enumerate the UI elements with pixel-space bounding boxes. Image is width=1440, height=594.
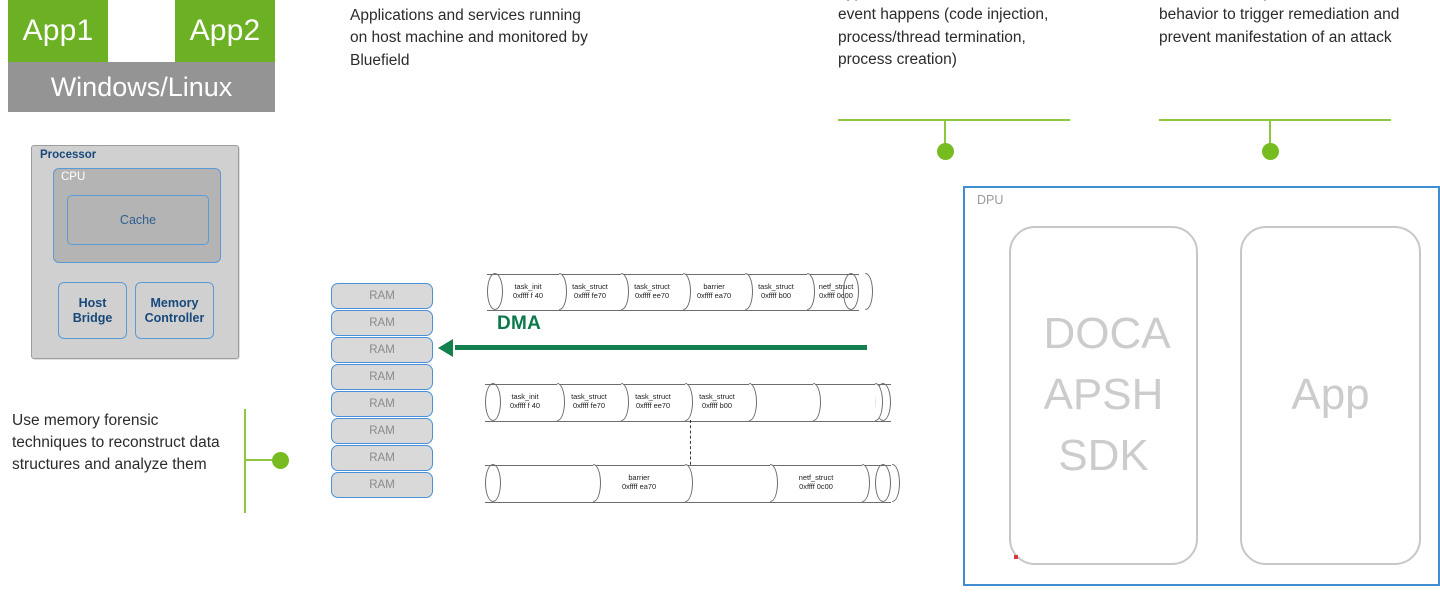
administrator-connector-dot xyxy=(1262,143,1279,160)
administrator-caption: Administrator upon detection of bad beha… xyxy=(1159,0,1404,46)
operating-system-bar: Windows/Linux xyxy=(8,62,275,112)
struct-address: 0xffff ee70 xyxy=(634,291,670,301)
struct-address: 0xffff f 40 xyxy=(510,401,540,411)
ram-cell: RAM xyxy=(331,310,433,336)
struct-name: task_struct xyxy=(758,282,794,291)
processor-block: Processor CPU Cache Host Bridge Memory C… xyxy=(31,145,239,359)
host-bridge-block: Host Bridge xyxy=(58,282,127,339)
doca-apsh-sdk-label: DOCA APSH SDK xyxy=(1043,309,1171,480)
os-label: Windows/Linux xyxy=(50,71,233,102)
struct-chain-dashed-link xyxy=(690,420,691,470)
doca-apsh-sdk-card: DOCA APSH SDK xyxy=(1009,226,1198,565)
administrator-connector-vline xyxy=(1269,119,1271,152)
cache-block: Cache xyxy=(67,195,209,245)
hypervisor-connector-vline xyxy=(944,119,946,152)
struct-name: netf_struct xyxy=(818,282,854,291)
app2-block: App2 xyxy=(175,0,275,62)
app1-block: App1 xyxy=(8,0,108,62)
struct-address: 0xffff ea70 xyxy=(696,291,732,301)
app-card-label: App xyxy=(1291,370,1370,420)
struct-name: barrier xyxy=(703,282,725,291)
cpu-block: CPU Cache xyxy=(53,168,221,263)
struct-name: task_struct xyxy=(572,282,608,291)
struct-address: 0xffff b00 xyxy=(701,401,732,411)
dpu-title: DPU xyxy=(977,193,1004,207)
dma-arrow-head xyxy=(438,339,453,357)
app1-label: App1 xyxy=(22,14,94,47)
ram-cell: RAM xyxy=(331,283,433,309)
struct-name: barrier xyxy=(628,473,650,482)
struct-address: 0xffff 0c00 xyxy=(799,482,833,492)
cylinder-left-cap xyxy=(487,273,503,310)
memory-forensics-connector-hline xyxy=(244,459,278,461)
app2-label: App2 xyxy=(189,14,261,47)
hypervisor-connector-dot xyxy=(937,143,954,160)
struct-address: 0xffff fe70 xyxy=(573,291,607,301)
ram-cell: RAM xyxy=(331,445,433,471)
struct-name: task_init xyxy=(514,282,542,291)
struct-address: 0xffff f 40 xyxy=(513,291,543,301)
memory-forensics-connector-vline xyxy=(244,409,246,513)
ram-cell: RAM xyxy=(331,472,433,498)
host-bridge-line-2: Bridge xyxy=(72,310,113,325)
cylinder-body xyxy=(487,274,859,311)
ram-cell: RAM xyxy=(331,337,433,363)
processor-title: Processor xyxy=(40,149,97,161)
struct-address: 0xffff ee70 xyxy=(635,401,671,411)
cylinder-left-cap xyxy=(485,383,501,421)
memory-controller-line-1: Memory xyxy=(150,295,199,310)
struct-name: task_struct xyxy=(571,392,607,401)
struct-name: task_struct xyxy=(634,282,670,291)
cylinder-right-cap xyxy=(843,273,859,310)
memory-controller-label: Memory Controller xyxy=(145,296,205,326)
memory-controller-block: Memory Controller xyxy=(135,282,214,339)
host-bridge-line-1: Host xyxy=(78,295,107,310)
memory-forensics-connector-dot xyxy=(272,452,289,469)
ram-cell: RAM xyxy=(331,391,433,417)
struct-address: 0xffff fe70 xyxy=(572,401,606,411)
ram-cell: RAM xyxy=(331,418,433,444)
struct-address: 0xffff b00 xyxy=(760,291,791,301)
struct-name: task_struct xyxy=(699,392,735,401)
cylinder-left-cap xyxy=(485,464,501,502)
struct-name: task_init xyxy=(511,392,539,401)
dma-label: DMA xyxy=(497,313,542,334)
memory-controller-line-2: Controller xyxy=(144,310,205,325)
struct-name: netf_struct xyxy=(798,473,834,482)
cache-label: Cache xyxy=(119,213,157,227)
hypervisor-connector-underline xyxy=(838,119,1070,121)
host-bridge-label: Host Bridge xyxy=(73,296,113,326)
memory-forensics-caption: Use memory forensic techniques to recons… xyxy=(12,412,220,473)
struct-address: 0xffff ea70 xyxy=(621,482,657,492)
ram-cell: RAM xyxy=(331,364,433,390)
app-card: App xyxy=(1240,226,1421,565)
cpu-label: CPU xyxy=(61,171,86,183)
cylinder-right-cap xyxy=(875,464,891,502)
administrator-connector-underline xyxy=(1159,119,1391,121)
dma-arrow-shaft xyxy=(455,345,867,350)
dpu-block: DPU DOCA APSH SDK App xyxy=(963,186,1440,586)
hypervisor-caption: hypervisor, VMs, when a critical event h… xyxy=(838,0,1055,69)
struct-address: 0xffff 0c00 xyxy=(819,291,853,301)
struct-name: task_struct xyxy=(635,392,671,401)
applications-caption: Applications and services running on hos… xyxy=(350,7,588,69)
doca-card-corner-marker xyxy=(1014,555,1018,559)
